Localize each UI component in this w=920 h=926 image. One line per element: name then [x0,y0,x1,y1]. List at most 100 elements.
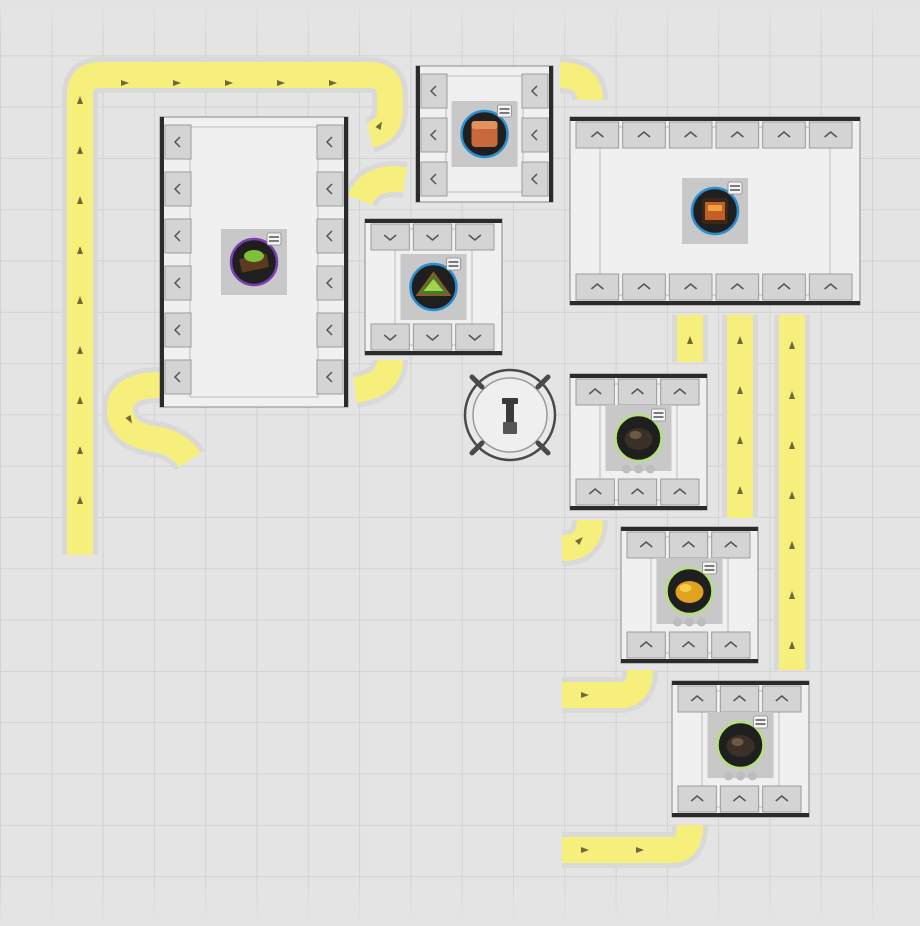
input-port[interactable] [370,223,410,251]
output-port[interactable] [668,121,713,149]
output-port[interactable] [762,121,806,149]
output-port[interactable] [808,121,853,149]
input-port[interactable] [164,171,192,207]
input-port[interactable] [164,359,192,395]
input-port[interactable] [455,323,495,351]
belt-left-hook[interactable] [102,367,205,471]
input-port[interactable] [412,323,453,351]
output-port[interactable] [668,273,713,301]
output-port[interactable] [622,273,666,301]
output-port[interactable] [617,378,658,406]
assembler-right[interactable] [569,116,861,306]
input-port[interactable] [420,117,448,153]
arrow-icon [77,296,83,304]
level-dot [634,464,643,474]
output-port[interactable] [808,273,853,301]
belt-ext2[interactable] [562,669,658,713]
conveyor-belts [62,57,810,868]
arrow-icon [789,541,795,549]
belt-mid-link[interactable] [343,161,408,209]
input-port[interactable] [164,265,192,301]
swap-arrows-icon[interactable] [497,104,512,118]
level-dot [697,617,706,627]
output-port[interactable] [660,478,700,506]
input-port[interactable] [420,73,448,109]
output-port[interactable] [626,531,666,559]
belt-ext1[interactable] [560,518,608,566]
belt-mid-top[interactable] [559,57,608,102]
arrow-icon [737,386,743,394]
input-port[interactable] [316,312,344,348]
output-port[interactable] [575,378,615,406]
output-port[interactable] [762,785,802,813]
output-port[interactable] [575,478,615,506]
arrow-icon [737,486,743,494]
swap-arrows-icon[interactable] [446,257,461,271]
input-port[interactable] [164,124,192,160]
arrow-icon [789,391,795,399]
input-port[interactable] [164,312,192,348]
output-port[interactable] [668,531,709,559]
input-port[interactable] [521,161,549,197]
swap-arrows-icon[interactable] [651,408,666,422]
belt-left-loop[interactable] [62,57,408,555]
extractor-3[interactable] [671,680,810,818]
output-port[interactable] [711,531,751,559]
swap-arrows-icon[interactable] [702,561,717,575]
tower-icon [502,398,518,434]
input-port[interactable] [370,323,410,351]
output-port[interactable] [762,685,802,713]
output-port[interactable] [677,685,717,713]
arrow-icon [687,336,693,344]
assembler-left[interactable] [159,116,349,408]
arrow-icon [737,436,743,444]
level-dot [685,617,694,627]
input-port[interactable] [521,117,549,153]
iron-block-icon [702,198,728,224]
constructor-middle[interactable] [364,218,503,356]
arrow-icon [77,96,83,104]
input-port[interactable] [164,218,192,254]
output-port[interactable] [711,631,751,659]
input-port[interactable] [412,223,453,251]
output-port[interactable] [668,631,709,659]
output-port[interactable] [677,785,717,813]
extractor-1[interactable] [569,373,708,511]
constructor-top-middle[interactable] [415,65,554,203]
extractor-2[interactable] [620,526,759,664]
output-port[interactable] [575,121,620,149]
output-port[interactable] [719,685,760,713]
arrow-icon [225,80,233,86]
output-port[interactable] [626,631,666,659]
output-port[interactable] [575,273,620,301]
input-port[interactable] [316,171,344,207]
gold-ore-icon [675,581,704,603]
output-port[interactable] [715,121,760,149]
frame-plate-icon [415,271,452,296]
swap-arrows-icon[interactable] [727,181,743,195]
input-port[interactable] [455,223,495,251]
input-port[interactable] [316,124,344,160]
input-port[interactable] [420,161,448,197]
input-port[interactable] [316,265,344,301]
swap-arrows-icon[interactable] [266,232,282,246]
swap-arrows-icon[interactable] [753,715,768,729]
output-port[interactable] [622,121,666,149]
belt-ext3[interactable] [562,824,708,868]
input-port[interactable] [316,218,344,254]
input-port[interactable] [521,73,549,109]
arrow-icon [125,415,132,424]
output-port[interactable] [617,478,658,506]
output-port[interactable] [715,273,760,301]
arrow-icon [173,80,181,86]
output-port[interactable] [762,273,806,301]
output-port[interactable] [719,785,760,813]
input-port[interactable] [316,359,344,395]
level-dot [724,771,733,781]
output-port[interactable] [660,378,700,406]
arrow-icon [789,641,795,649]
dark-ore-icon [726,735,755,757]
core-hub[interactable] [463,368,557,462]
belt-mid-bottom[interactable] [351,358,408,408]
